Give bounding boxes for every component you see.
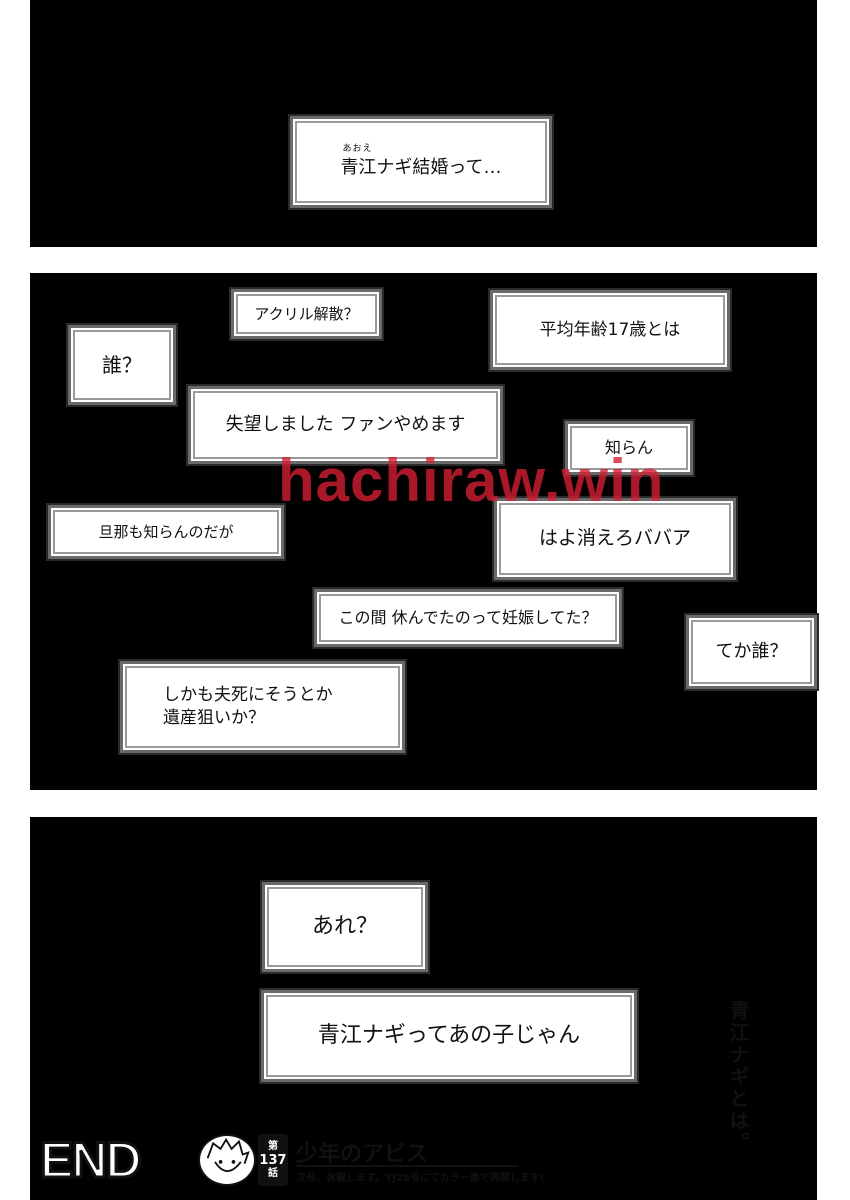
comment-inheritance: しかも夫死にそうとか 遺産狙いか？ xyxy=(120,661,405,753)
next-issue-notice: 次号、休載します。YJ28号にてカラー扉で再開します! xyxy=(296,1173,545,1184)
caption-ruby: あおえ xyxy=(342,144,373,155)
comment-text: 失望しました ファンやめます xyxy=(225,413,466,435)
episode-suffix: 話 xyxy=(268,1167,278,1179)
character-face-drawing xyxy=(206,1137,250,1172)
comment-text: しかも夫死にそうとか xyxy=(163,685,333,706)
comment-average-age: 平均年齢17歳とは xyxy=(490,290,730,370)
comment-text: この間 休んでたのって妊娠してた？ xyxy=(338,608,598,628)
caption-box-recognize: 青江ナギってあの子じゃん xyxy=(261,990,637,1082)
footer-divider xyxy=(296,1165,518,1167)
series-title: 少年のアビス xyxy=(296,1142,429,1167)
comment-disappointed: 失望しました ファンやめます xyxy=(188,386,503,464)
comment-text: 遺産狙いか？ xyxy=(163,708,265,728)
comment-who-anyway: てか誰？ xyxy=(686,615,817,689)
comment-text: 誰？ xyxy=(102,352,142,377)
caption-with-ruby: あおえ 青江ナギ結婚って… xyxy=(340,143,501,180)
character-face-icon xyxy=(198,1134,256,1186)
vertical-caption: 青江ナギとは。 xyxy=(726,1000,750,1154)
comment-pregnant: この間 休んでたのって妊娠してた？ xyxy=(314,589,622,647)
comment-text: アクリル解散？ xyxy=(254,304,359,323)
comment-text: はよ消えろババア xyxy=(538,527,691,550)
comment-multiline: しかも夫死にそうとか 遺産狙いか？ xyxy=(163,684,333,730)
caption-text: あれ？ xyxy=(311,914,378,940)
comment-acrylic: アクリル解散？ xyxy=(231,289,382,339)
watermark: hachiraw.win xyxy=(278,447,665,514)
caption-box-marriage: あおえ 青江ナギ結婚って… xyxy=(290,116,552,208)
comment-text: 平均年齢17歳とは xyxy=(539,319,681,340)
caption-text: 青江ナギ結婚って… xyxy=(340,157,502,179)
comment-text: 旦那も知らんのだが xyxy=(98,522,234,541)
episode-prefix: 第 xyxy=(268,1140,278,1152)
comment-husband: 旦那も知らんのだが xyxy=(48,505,284,559)
comment-who: 誰？ xyxy=(68,325,176,405)
comment-dont-know: 知らん xyxy=(565,421,693,475)
caption-box-huh: あれ？ xyxy=(262,882,428,972)
comment-text: 知らん xyxy=(604,438,653,458)
episode-badge: 第 137 話 xyxy=(258,1134,288,1186)
comment-disappear: はよ消えろババア xyxy=(494,498,736,580)
caption-text: 青江ナギってあの子じゃん xyxy=(317,1023,581,1049)
end-logo: END xyxy=(39,1132,144,1188)
episode-number: 137 xyxy=(259,1152,287,1168)
comment-text: てか誰？ xyxy=(715,640,788,662)
